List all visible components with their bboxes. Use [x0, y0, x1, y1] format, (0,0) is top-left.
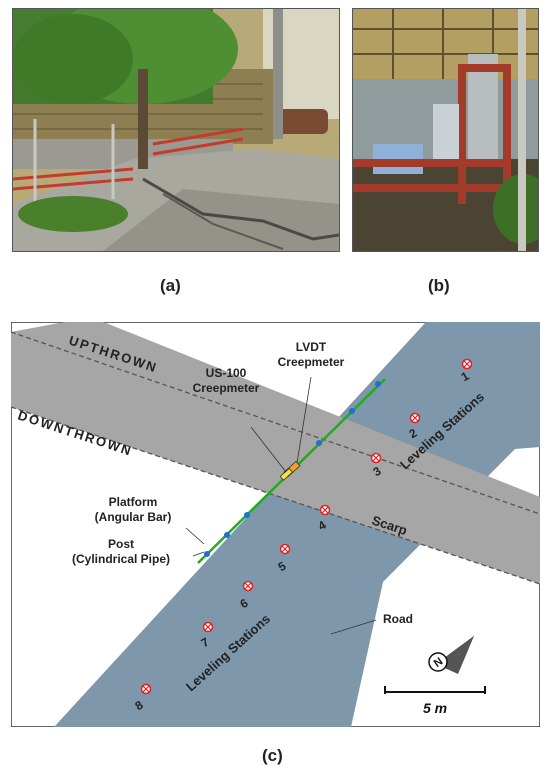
leveling-station-icon: [279, 543, 291, 555]
leveling-station-icon: [319, 504, 331, 516]
post-label-line1: Post: [108, 537, 134, 551]
post-label-line2: (Cylindrical Pipe): [72, 552, 170, 566]
photo-b-scene: [353, 9, 538, 251]
us100-sensor: [279, 467, 294, 481]
scarp-lower-edge: [11, 406, 540, 585]
platform-label-line1: Platform: [109, 495, 158, 509]
leveling-stations: [140, 358, 473, 695]
scarp-upper-edge: [11, 331, 540, 515]
road-surface: [54, 322, 540, 727]
us100-label-line1: US-100: [206, 366, 247, 380]
post-leader: [192, 551, 205, 557]
us100-label-line2: Creepmeter: [193, 381, 260, 395]
lvdt-label-line1: LVDT: [296, 340, 327, 354]
road-label: Road: [383, 612, 413, 626]
road-leader: [330, 619, 377, 635]
photo-a-scene: [13, 9, 339, 251]
leveling-station-icon: [140, 683, 152, 695]
leveling-station-icon: [242, 580, 254, 592]
leveling-station-icon: [370, 452, 382, 464]
lvdt-leader: [296, 376, 312, 464]
platform-leader: [185, 527, 205, 545]
photo-b: [352, 8, 539, 252]
scale-label: 5 m: [423, 700, 447, 716]
scale-bar: 5 m: [384, 686, 486, 716]
leveling-station-icon: [409, 412, 421, 424]
panel-label-b: (b): [428, 276, 450, 295]
leveling-station-icon: [461, 358, 473, 370]
platform-label-line2: (Angular Bar): [95, 510, 172, 524]
us100-leader: [250, 426, 287, 473]
panel-label-a: (a): [160, 276, 181, 295]
leveling-station-icon: [202, 621, 214, 633]
site-diagram: UPTHROWN DOWNTHROWN US-100 Creepmeter LV…: [11, 322, 540, 727]
creepmeter-nodes: [204, 381, 381, 557]
photo-a: [12, 8, 340, 252]
north-arrow-icon: N: [428, 636, 474, 674]
lvdt-label-line2: Creepmeter: [278, 355, 345, 369]
panel-label-c: (c): [262, 746, 283, 765]
